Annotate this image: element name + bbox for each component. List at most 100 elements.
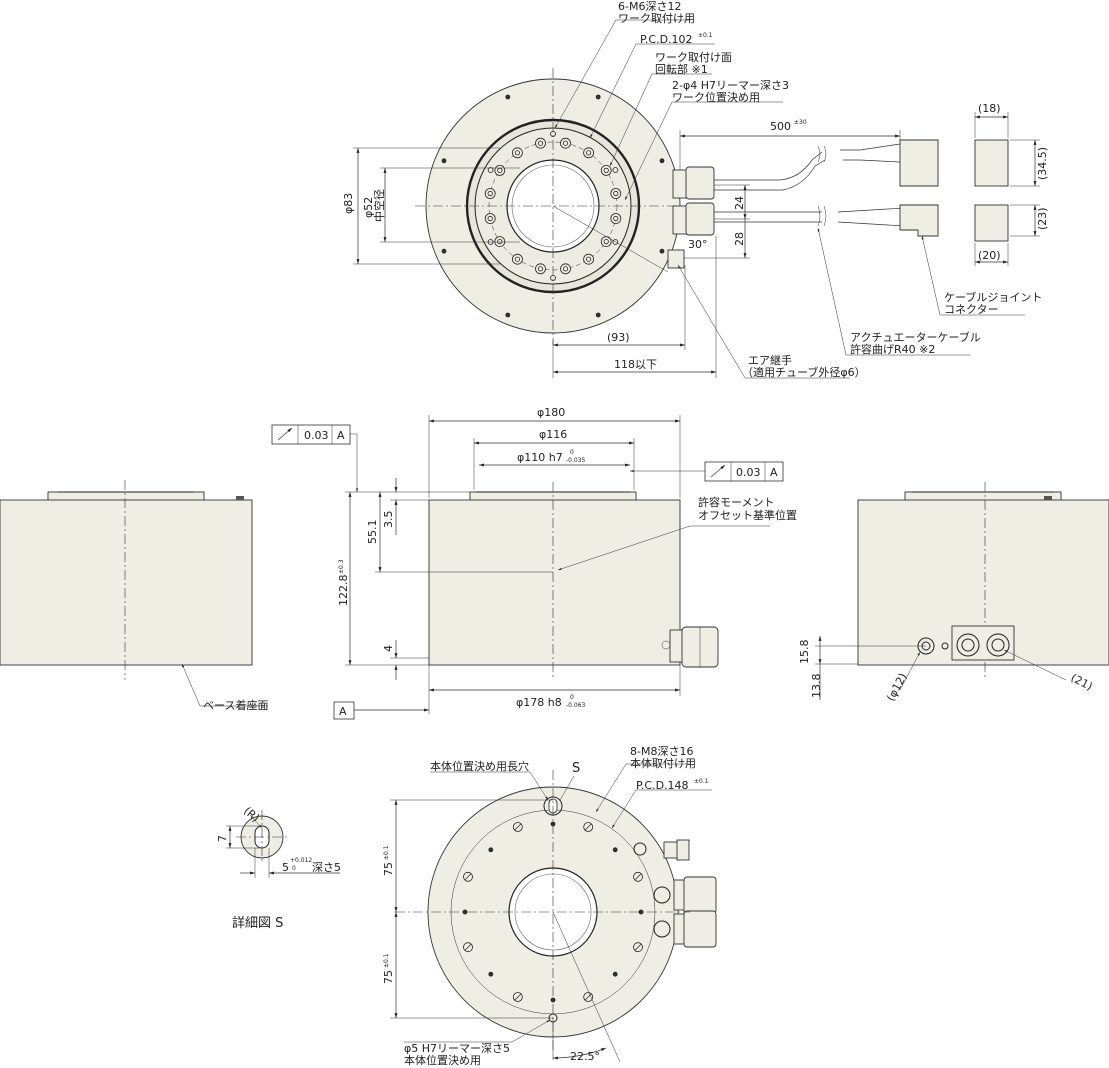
bottom-dot [488,847,494,853]
dim-75a-tol: ±0.1 [383,845,390,860]
top-bolt-hole [600,164,612,176]
base-seat-label: ベース着座面 [203,698,268,712]
dim-h551: 55.1 [366,520,379,545]
left-view-body [0,499,253,666]
fcf-2-datum: A [770,466,778,479]
connector-1-side [974,139,1009,187]
top-bolt-holes [484,131,622,281]
connector-2-side [974,204,1009,242]
dim-phi178-tol-up: 0 [570,694,574,701]
front-view-body [428,499,681,666]
top-bolt-hole [583,253,594,265]
left-view [0,480,268,707]
right-view [815,482,1109,700]
act-cable-label-2: 許容曲げR40 ※2 [850,342,935,356]
dim-h35: 3.5 [382,511,395,529]
dim-phi110-tol-lo: -0.035 [566,457,586,464]
top-mount-dot [505,312,511,318]
dim-h1228: 122.8 [337,575,350,607]
top-tapped-hole [487,167,494,173]
work-face-label: ワーク取付け面 [655,51,732,64]
dim-138: 13.8 [810,674,823,699]
dim-phi178-tol-lo: -0.063 [566,702,586,709]
dim-75a: 75 [382,862,395,876]
dim-93: (93) [607,331,630,344]
bottom-dot [488,971,494,977]
detail-s [226,810,340,878]
angle-line-30 [552,205,669,273]
top-bolt-hole [535,137,546,149]
top-mount-dot [595,94,601,100]
detail-dim5: 5 [282,861,289,874]
fcf-1-datum: A [337,429,345,442]
dim-28: 28 [733,232,746,246]
reamer-label: 2-φ4 H7リーマー深さ3 [672,79,789,92]
bottom-gland-1 [683,876,717,914]
datum-a-label: A [339,705,347,718]
top-mount-dots [441,94,665,318]
gland-1-base [672,169,688,199]
conn-label-2: コネクター [944,303,999,316]
dim-phi52: φ52 [362,197,375,218]
dim-21: (21) [1069,671,1095,693]
m8-label: 8-M8深さ16 [630,745,693,758]
top-bolt-hole [512,253,523,265]
detail-dim5-lo: 0 [292,865,296,872]
top-mount-dot [505,94,511,100]
detail-title: 詳細図 S [232,915,283,931]
m6-label-2: ワーク取付け用 [618,12,695,25]
dim-158: 15.8 [798,640,811,665]
bottom-bolt-mark [464,943,472,951]
m6-label: 6-M6深さ12 [618,0,681,13]
moment-label-2: オフセット基準位置 [698,508,797,522]
bottom-gland-2 [683,910,717,948]
dim-phi12: (φ12) [884,671,909,703]
bottom-bolt-mark [464,873,472,881]
dim-phi83: φ83 [342,193,355,214]
conn-23: (23) [1036,207,1049,230]
top-tapped-hole [612,167,619,173]
m8-label-2: 本体取付け用 [630,756,696,770]
dim-24: 24 [733,196,746,210]
top-bolt-hole [535,263,546,275]
air-fitting-label-2: （適用チューブ外径φ6） [742,365,866,379]
pcd102-label: P.C.D.102 [640,33,693,46]
dim-118: 118以下 [614,358,657,371]
bottom-view [390,763,717,1063]
datum-a-box [333,701,355,720]
gland-2-base [672,205,688,235]
dim-phi116: φ116 [539,428,567,441]
bottom-bolt-mark [584,823,592,831]
gland-2-nut [685,202,715,236]
cable-1-top [714,151,823,181]
dim-75b: 75 [382,970,395,984]
detail-dim5-up: +0.012 [290,857,312,864]
moment-label: 許容モーメント [698,495,775,509]
pcd148-label: P.C.D.148 [636,779,689,792]
slot-label: 本体位置決め用長穴 [430,759,529,773]
top-mount-dot [441,158,447,164]
cable-length-dim: 500 [770,120,791,133]
top-mount-dot [659,248,665,254]
air-fitting-label: エア継手 [748,353,792,367]
connector-1 [899,139,939,187]
right-view-connector-block [951,625,1015,661]
top-view [353,19,1040,379]
cable-length-tol: ±30 [794,119,807,126]
top-tapped-hole [612,239,619,245]
top-bolt-hole [484,188,496,199]
dim-phi178: φ178 h8 [516,696,562,709]
front-view [271,415,784,720]
connector-2 [899,204,939,237]
bottom-bolt-holes [463,822,643,1002]
dim-h1228-tol: ±0.3 [338,559,345,574]
conn-18: (18) [978,102,1001,115]
dim-75b-tol: ±0.1 [383,953,390,968]
dim-phi180: φ180 [537,406,565,419]
top-mount-dot [595,312,601,318]
bottom-dot [612,847,618,853]
detail-dim7: 7 [216,835,229,842]
top-bolt-hole [484,213,496,224]
reamer-label-2: ワーク位置決め用 [672,90,760,104]
